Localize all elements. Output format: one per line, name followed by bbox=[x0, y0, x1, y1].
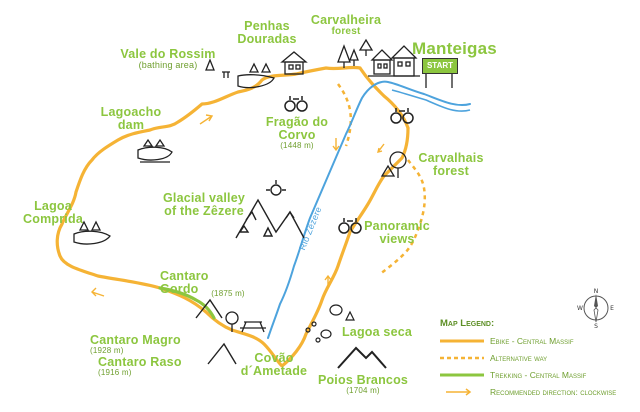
label-glacial-line1: Glacial valley bbox=[162, 191, 246, 205]
label-poios-text: Poios Brancos bbox=[317, 373, 409, 387]
label-fragao-line2: Corvo bbox=[278, 128, 316, 143]
label-cantaro-magro-text: Cantaro Magro bbox=[90, 333, 181, 347]
legend-swatch-alternative bbox=[440, 356, 484, 359]
label-lagoacho-line2: dam bbox=[117, 118, 145, 133]
cantaro-raso-mountain-icon bbox=[207, 342, 237, 365]
legend-title: Map Legend: bbox=[440, 318, 495, 329]
legend-swatch-direction-arrow-icon bbox=[446, 387, 472, 396]
label-vale-do-rossim: Vale do Rossim (bathing area) bbox=[112, 47, 224, 71]
legend-label-trekking: Trekking - Central Massif bbox=[490, 369, 587, 380]
lagoa-comprida-icon bbox=[73, 220, 111, 245]
river-zezere-2 bbox=[391, 89, 471, 112]
label-covao-line1: Covão bbox=[254, 351, 294, 365]
legend-label-ebike: Ebike - Central Massif bbox=[490, 335, 574, 346]
direction-arrow-4 bbox=[324, 274, 332, 288]
label-panoramic-line1: Panoramic bbox=[364, 219, 430, 233]
legend-row-ebike: Ebike - Central Massif bbox=[440, 332, 636, 349]
compass-w: W bbox=[577, 305, 583, 312]
village-houses-icon bbox=[358, 38, 420, 77]
label-covao-line2: d´Ametade bbox=[240, 364, 308, 379]
label-penhas-line1: Penhas bbox=[244, 19, 290, 33]
label-glacial-valley: Glacial valley of the Zêzere bbox=[152, 191, 256, 219]
label-cantaro-raso-text: Cantaro Raso bbox=[98, 355, 182, 369]
label-lagoa-seca-text: Lagoa seca bbox=[341, 325, 413, 339]
legend-label-alternative: Alternative way bbox=[490, 352, 548, 363]
label-carvalheira: Carvalheira forest bbox=[310, 13, 382, 38]
label-cantaro-magro: Cantaro Magro (1928 m) bbox=[90, 333, 190, 356]
label-lagoacho-line1: Lagoacho bbox=[100, 105, 162, 119]
legend-label-direction: Recommended direction: clockwise bbox=[490, 386, 617, 397]
compass-s: S bbox=[594, 323, 598, 328]
river-zezere bbox=[267, 80, 471, 339]
poios-brancos-mountain-icon bbox=[337, 346, 387, 369]
legend-row-direction: Recommended direction: clockwise bbox=[440, 383, 636, 400]
binoculars-icon-2 bbox=[390, 108, 414, 124]
carvalheira-trees-icon bbox=[337, 44, 359, 68]
map-legend: Map Legend: Ebike - Central Massif Alter… bbox=[440, 318, 636, 400]
binoculars-icon-3 bbox=[338, 218, 362, 234]
label-covao: Covão d´Ametade bbox=[236, 351, 312, 379]
label-cantaro-magro-alt: (1928 m) bbox=[90, 346, 124, 356]
legend-row-alternative: Alternative way bbox=[440, 349, 636, 366]
label-poios-brancos: Poios Brancos (1704 m) bbox=[316, 373, 410, 396]
compass-rose-icon: N S E W bbox=[577, 288, 614, 328]
label-carvalhais-line1: Carvalhais bbox=[418, 151, 484, 165]
label-cantaro-gordo-alt-text: (1875 m) bbox=[211, 289, 245, 298]
penhas-houses-icon bbox=[280, 51, 308, 75]
label-manteigas-text: Manteigas bbox=[412, 39, 497, 58]
label-carvalhais: Carvalhais forest bbox=[414, 151, 488, 179]
label-lagoa-comprida: Lagoa Comprida bbox=[22, 199, 84, 227]
label-penhas: Penhas Douradas bbox=[232, 19, 302, 47]
compass-n: N bbox=[594, 288, 599, 295]
label-cantaro-gordo-line1: Cantaro bbox=[160, 269, 209, 283]
direction-arrow-5 bbox=[377, 143, 385, 153]
start-sign-post-icon bbox=[425, 72, 453, 88]
ebike-route bbox=[55, 65, 410, 368]
label-cantaro-raso: Cantaro Raso (1916 m) bbox=[98, 355, 198, 378]
direction-arrow-1 bbox=[199, 114, 214, 125]
compass-e: E bbox=[610, 305, 614, 312]
binoculars-icon bbox=[284, 96, 308, 112]
label-fragao-line1: Fragão do bbox=[265, 115, 329, 129]
label-penhas-line2: Douradas bbox=[237, 32, 297, 47]
label-glacial-line2: of the Zêzere bbox=[164, 204, 244, 219]
label-cantaro-gordo-line2: Gordo bbox=[160, 282, 199, 297]
bathing-area-icon bbox=[205, 58, 275, 89]
label-lagoacho: Lagoacho dam bbox=[100, 105, 162, 133]
label-cantaro-raso-alt: (1916 m) bbox=[98, 368, 132, 378]
dam-icon bbox=[137, 138, 173, 163]
label-carvalheira-line2: forest bbox=[331, 26, 361, 38]
trekking-route bbox=[158, 286, 216, 320]
label-panoramic-views: Panoramic views bbox=[358, 219, 436, 247]
legend-swatch-ebike bbox=[440, 339, 484, 342]
glacial-valley-mountains-icon bbox=[235, 180, 305, 239]
alternative-route bbox=[379, 159, 427, 275]
label-fragao-alt: (1448 m) bbox=[280, 141, 314, 151]
label-vale-line2: (bathing area) bbox=[138, 60, 198, 71]
label-lagoa-comprida-line1: Lagoa bbox=[34, 199, 72, 213]
label-fragao: Fragão do Corvo (1448 m) bbox=[262, 115, 332, 151]
lagoa-seca-stones-icon bbox=[305, 304, 355, 343]
label-vale-line1: Vale do Rossim bbox=[120, 47, 216, 61]
label-lagoa-seca: Lagoa seca bbox=[340, 325, 414, 339]
label-carvalhais-line2: forest bbox=[433, 164, 469, 179]
label-cantaro-gordo: Cantaro Gordo bbox=[160, 269, 216, 297]
covao-picnic-icon bbox=[225, 311, 266, 333]
cantaro-gordo-mountain-icon bbox=[195, 298, 223, 319]
legend-swatch-trekking bbox=[440, 373, 484, 376]
start-sign: START bbox=[422, 58, 458, 74]
direction-arrow-2 bbox=[91, 287, 105, 297]
carvalhais-tree-icon bbox=[380, 151, 407, 178]
legend-row-trekking: Trekking - Central Massif bbox=[440, 366, 636, 383]
label-cantaro-gordo-alt: (1875 m) bbox=[204, 289, 252, 298]
label-lagoa-comprida-line2: Comprida bbox=[23, 212, 83, 227]
label-manteigas: Manteigas bbox=[412, 40, 497, 58]
alternative-route-2 bbox=[336, 83, 353, 147]
label-poios-alt: (1704 m) bbox=[346, 386, 380, 396]
label-panoramic-line2: views bbox=[379, 232, 415, 247]
direction-arrow-3 bbox=[332, 138, 340, 152]
label-carvalheira-line1: Carvalheira bbox=[310, 13, 382, 27]
